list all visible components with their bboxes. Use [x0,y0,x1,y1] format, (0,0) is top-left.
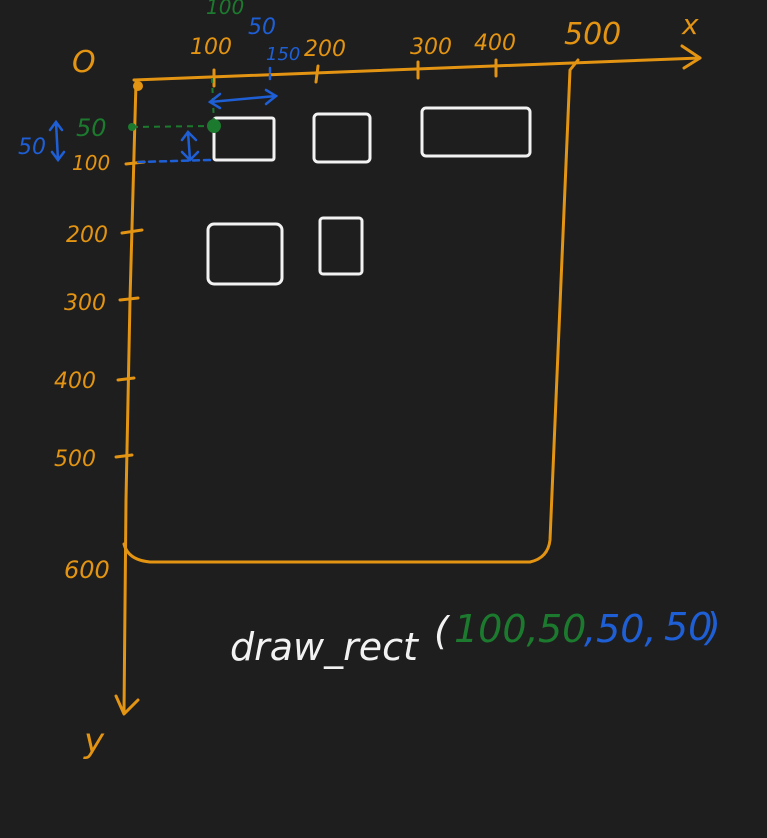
y-position-guide [131,125,211,128]
arg-x: 100, [454,607,539,651]
width-arrow-head-right [264,88,279,106]
function-name: draw_rect [230,625,420,669]
arg-w: ,50, [584,607,657,651]
y-marker-dot [128,123,136,131]
origin-dot [133,81,143,91]
y-tick-label-500: 500 [54,447,96,472]
size-markers [48,66,279,164]
width-value-label: 50 [248,15,276,40]
origin-label: O [72,45,96,80]
open-paren: ( [434,609,451,653]
x-tick-label-300: 300 [410,35,452,60]
y-tick-label-400: 400 [54,369,96,394]
position-markers [131,77,215,128]
x-position-label: 100 [206,0,244,19]
rectangle [206,222,284,286]
y-position-label: 50 [76,114,107,142]
height-arrow-head-bottom [180,150,200,162]
height-guide [136,158,212,164]
rectangle [420,106,532,158]
y-axis [122,80,138,714]
rectangle [312,112,372,164]
y-axis-arrowhead [114,694,140,716]
x-tick-label-200: 200 [304,37,346,62]
x-axis-label: x [681,8,699,41]
axes [114,44,702,716]
left-height-arrow-head-bottom [50,150,66,163]
y-tick-400 [116,376,136,382]
x-tick-label-400: 400 [474,31,516,56]
function-call: draw_rect ( 100, 50 ,50, 50 ) [230,605,721,669]
drawn-rectangles [206,106,532,286]
x-end-label: 150 [266,44,300,65]
x-tick-200 [314,64,320,84]
close-paren: ) [703,605,721,649]
y-tick-label-300: 300 [64,291,106,316]
rectangle [318,216,364,276]
x-tick-label-500: 500 [564,17,621,52]
rectangle [212,116,276,162]
height-arrow-head-top [180,130,198,142]
y-tick-200 [120,228,144,235]
width-arrow [208,94,278,104]
screen-border [122,58,580,564]
height-value-label: 50 [18,135,46,160]
y-tick-300 [118,296,140,302]
arg-y: 50 [538,607,586,651]
height-arrow [186,130,192,162]
y-tick-label-100: 100 [72,151,110,175]
width-arrow-head-left [207,92,222,110]
x-axis-arrowhead [680,44,702,70]
left-height-arrow-head-top [48,119,64,132]
y-tick-500 [114,453,134,459]
rect-origin-point [207,119,221,133]
arg-h: 50 [664,605,712,649]
y-axis-label: y [83,721,105,761]
y-tick-label-600: 600 [64,556,110,584]
y-tick-label-200: 200 [66,223,108,248]
left-height-arrow [54,120,60,162]
x-tick-label-100: 100 [190,35,232,60]
